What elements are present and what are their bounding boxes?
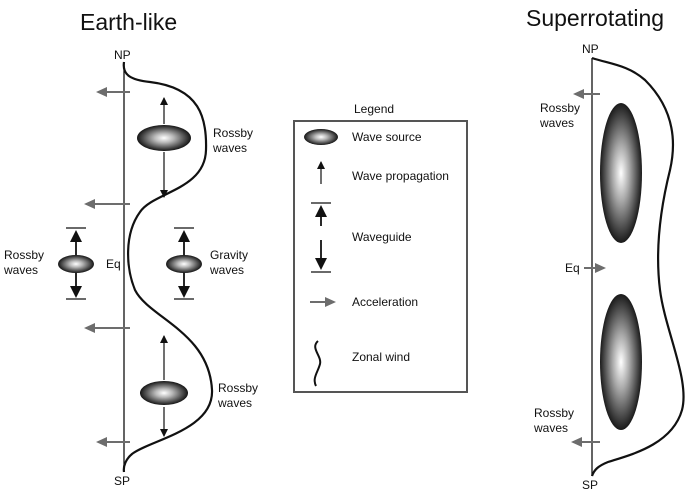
earth-gravity-label-2: waves [209, 263, 244, 277]
earth-wave-source-bottom [140, 381, 188, 405]
earth-rossby-bottom-label-1: Rossby [218, 381, 258, 395]
super-equator-label: Eq [565, 261, 580, 275]
legend-zonal-wind-icon [313, 340, 322, 387]
earth-south-pole-label: SP [114, 474, 130, 488]
earth-wave-source-top [137, 125, 191, 151]
legend-title: Legend [354, 102, 394, 116]
earth-rossby-top-label-1: Rossby [213, 126, 253, 140]
earth-gravity-label-1: Gravity [210, 248, 248, 262]
super-wave-source-south [600, 294, 642, 430]
earth-north-pole-label: NP [114, 48, 131, 62]
earth-rossby-bottom-label-2: waves [217, 396, 252, 410]
super-zonal-wind-profile [590, 56, 685, 477]
earth-rossby-left-label-2: waves [3, 263, 38, 277]
legend-item-wave-propagation: Wave propagation [352, 169, 449, 183]
earth-zonal-wind-profile [122, 61, 214, 473]
super-rossby-top-label-2: waves [539, 116, 574, 130]
super-north-pole-label: NP [582, 42, 599, 56]
earth-rossby-top-label-2: waves [212, 141, 247, 155]
super-title: Superrotating [526, 5, 664, 31]
earth-rossby-left-label-1: Rossby [4, 248, 44, 262]
legend-box [293, 120, 468, 393]
super-wave-source-north [600, 103, 642, 243]
super-south-pole-label: SP [582, 478, 598, 492]
legend-item-acceleration: Acceleration [352, 295, 418, 309]
legend-wave-source-icon [304, 129, 338, 145]
earth-wave-source-rossby-eq [58, 255, 94, 273]
legend-item-waveguide: Waveguide [352, 230, 412, 244]
legend-item-zonal-wind: Zonal wind [352, 350, 410, 364]
super-rossby-bottom-label-2: waves [533, 421, 568, 435]
legend-item-wave-source: Wave source [352, 130, 422, 144]
earth-title: Earth-like [80, 9, 177, 35]
super-rossby-bottom-label-1: Rossby [534, 406, 574, 420]
earth-equator-label: Eq [106, 257, 121, 271]
super-rossby-top-label-1: Rossby [540, 101, 580, 115]
earth-wave-source-gravity-eq [166, 255, 202, 273]
